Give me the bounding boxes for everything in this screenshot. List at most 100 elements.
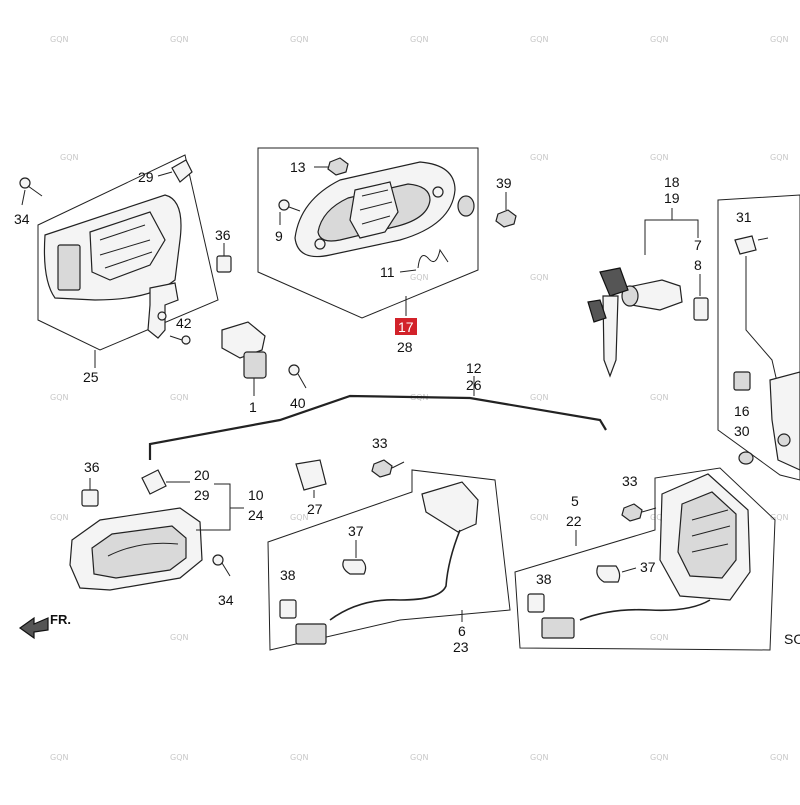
callout-33: 33 xyxy=(372,435,388,451)
outer-handle-group-17: 13 9 11 17 28 xyxy=(257,147,479,355)
callout-16: 16 xyxy=(734,403,750,419)
inside-handle-lever xyxy=(89,211,166,281)
watermark: GQN xyxy=(290,753,308,762)
watermark: GQN xyxy=(650,513,668,522)
spring-clip-icon xyxy=(417,248,449,269)
bolt-icon xyxy=(278,199,301,212)
watermark: GQN xyxy=(530,153,548,162)
leader-line xyxy=(157,171,173,177)
mount-hole xyxy=(314,238,326,250)
grommet-icon xyxy=(457,195,475,217)
watermark: GQN xyxy=(170,633,188,642)
link-rod xyxy=(148,394,607,460)
watermark: GQN xyxy=(50,753,68,762)
latch-cover xyxy=(677,491,737,579)
rod-guide-group-27: 33 27 xyxy=(295,435,405,517)
watermark: GQN xyxy=(770,35,788,44)
actuator-body xyxy=(421,481,479,533)
rod-group-12: 12 26 xyxy=(148,360,607,460)
switch-body xyxy=(221,321,266,359)
callout-24: 24 xyxy=(248,507,264,523)
nut-icon xyxy=(621,503,643,522)
watermark: GQN xyxy=(170,753,188,762)
callout-13: 13 xyxy=(290,159,306,175)
latch-group-5: 33 5 22 37 38 SO xyxy=(514,467,800,651)
inner-handle-group-25: 34 29 36 42 25 xyxy=(14,154,232,385)
callout-31: 31 xyxy=(736,209,752,225)
nut-icon xyxy=(327,157,349,176)
watermark: GQN xyxy=(770,153,788,162)
callout-39: 39 xyxy=(496,175,512,191)
corner-code: SO xyxy=(784,631,800,647)
latch-ribs xyxy=(691,509,731,553)
leader-line xyxy=(21,189,26,206)
bolt-icon xyxy=(288,364,307,389)
screw-icon xyxy=(19,177,43,197)
watermark: GQN xyxy=(50,393,68,402)
handle-grip xyxy=(107,542,179,557)
watermark: GQN xyxy=(530,273,548,282)
clip-16-icon xyxy=(733,371,751,391)
watermark: GQN xyxy=(530,393,548,402)
clip-icon xyxy=(693,297,709,321)
leader-line xyxy=(641,507,657,513)
callout-40: 40 xyxy=(290,395,306,411)
watermark: GQN xyxy=(650,393,668,402)
group-frame xyxy=(717,194,800,481)
front-direction-indicator: FR. xyxy=(18,612,71,640)
callout-23: 23 xyxy=(453,639,469,655)
watermark: GQN xyxy=(410,35,428,44)
callout-19: 19 xyxy=(664,190,680,206)
screw-icon xyxy=(169,335,191,345)
switch-connector xyxy=(243,351,267,379)
clip-36-icon xyxy=(216,255,232,273)
clip-20-icon xyxy=(141,469,167,495)
callout-36: 36 xyxy=(84,459,100,475)
key-head-icon xyxy=(587,299,607,323)
callout-22: 22 xyxy=(566,513,582,529)
group-frame xyxy=(257,147,479,319)
callout-25: 25 xyxy=(83,369,99,385)
bracket-line xyxy=(644,219,699,255)
nut-icon xyxy=(495,209,517,228)
watermark: GQN xyxy=(650,35,668,44)
lever-ribs xyxy=(99,224,153,269)
callout-38: 38 xyxy=(280,567,296,583)
mount-hole xyxy=(432,186,444,198)
highlight-box xyxy=(395,318,417,335)
watermark: GQN xyxy=(170,35,188,44)
group-frame xyxy=(514,467,776,651)
latch-gear xyxy=(777,433,791,447)
watermark: GQN xyxy=(530,513,548,522)
switch-group-1: 1 40 xyxy=(221,321,307,415)
callout-38: 38 xyxy=(536,571,552,587)
actuator-group-6: 37 38 6 23 xyxy=(267,469,511,655)
housing-clip xyxy=(57,244,81,291)
watermark: GQN xyxy=(530,753,548,762)
callout-26: 26 xyxy=(466,377,482,393)
connector-plug xyxy=(295,623,327,645)
cable-clamp-icon xyxy=(596,565,621,583)
bracket-line xyxy=(196,483,231,531)
clip-icon xyxy=(171,159,193,183)
latch-body xyxy=(769,371,800,471)
callout-12: 12 xyxy=(466,360,482,376)
watermark: GQN xyxy=(170,393,188,402)
lock-rod xyxy=(745,256,781,396)
callout-10: 10 xyxy=(248,487,264,503)
callout-42: 42 xyxy=(176,315,192,331)
latch-cable xyxy=(579,599,711,621)
rod-guide-icon xyxy=(295,459,327,491)
watermark: GQN xyxy=(290,35,308,44)
callout-6: 6 xyxy=(458,623,466,639)
callout-29: 29 xyxy=(194,487,210,503)
callout-18: 18 xyxy=(664,174,680,190)
callout-37: 37 xyxy=(348,523,364,539)
arrow-left-icon xyxy=(18,616,49,640)
watermark: GQN xyxy=(530,35,548,44)
inner-handle-group-10: 36 20 29 10 24 34 xyxy=(69,459,264,608)
leader-line xyxy=(399,269,417,273)
callout-20: 20 xyxy=(194,467,210,483)
watermark: GQN xyxy=(50,35,68,44)
